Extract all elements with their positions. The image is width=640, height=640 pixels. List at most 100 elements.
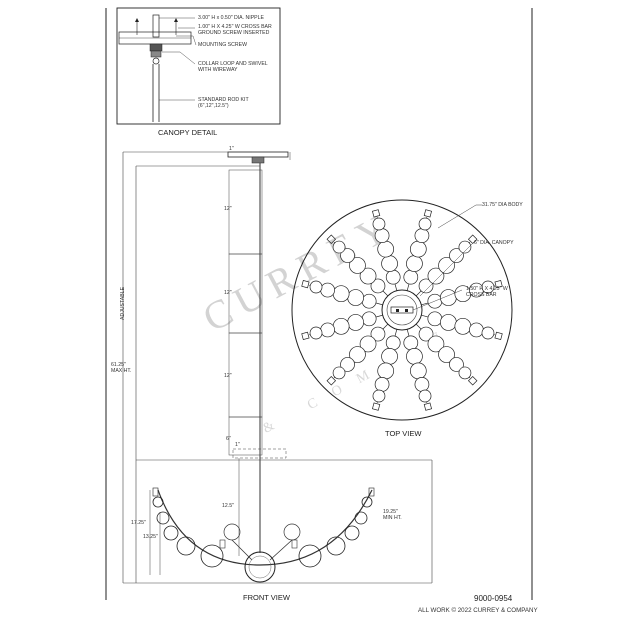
top-view-globe <box>469 322 484 338</box>
top-view-socket <box>372 402 381 411</box>
top-view-globe <box>359 335 377 353</box>
top-view-globe <box>440 314 457 331</box>
top-view-globe <box>332 240 346 254</box>
top-view-globe <box>370 326 386 342</box>
callout-cross-bar-top: 1.50" H X 4.25" W <box>466 286 508 292</box>
top-view-globe <box>449 357 464 372</box>
top-view-globe <box>320 322 335 338</box>
top-view-globe <box>332 285 350 303</box>
top-view-globe <box>332 366 346 380</box>
top-view-globe <box>427 267 445 285</box>
callout-mounting-screw: MOUNTING SCREW <box>198 42 247 48</box>
top-view-globe <box>332 317 350 335</box>
dim-height-2: 13.25" <box>143 534 158 540</box>
dim-rod-1: 12" <box>224 206 232 212</box>
top-view-globe <box>458 240 472 254</box>
top-view-globe <box>449 248 464 263</box>
top-view-socket <box>301 331 310 340</box>
top-view-globe <box>414 228 430 243</box>
top-view-globe <box>438 257 455 274</box>
top-view-globe <box>349 257 366 274</box>
top-view-globe <box>377 240 395 258</box>
top-view-globe <box>409 240 427 258</box>
top-view-socket <box>494 331 503 340</box>
top-view-globe <box>385 335 401 351</box>
top-view-globe <box>403 269 419 285</box>
dim-max-ht: 61.25" <box>111 362 126 368</box>
callout-ground-screw: GROUND SCREW INSERTED <box>198 30 270 36</box>
top-view-globe <box>414 377 430 392</box>
top-view-globe <box>372 217 386 231</box>
callout-collar-loop: COLLAR LOOP AND SWIVEL <box>198 61 268 67</box>
top-view-globe <box>418 278 434 294</box>
top-view-globe <box>427 311 443 327</box>
top-view-globe <box>418 217 432 231</box>
dim-rod-3: 12" <box>224 373 232 379</box>
top-view-socket <box>467 375 478 386</box>
top-view-socket <box>326 375 337 386</box>
top-view-globe <box>340 248 355 263</box>
callout-cross-bar: 1.00" H X 4.25" W CROSS BAR <box>198 24 272 30</box>
top-view-globe <box>361 311 377 327</box>
top-view-title: TOP VIEW <box>385 429 422 438</box>
top-view-globe <box>481 326 495 340</box>
top-view-socket <box>372 209 381 218</box>
top-view-globe <box>370 278 386 294</box>
top-view-globe <box>481 280 495 294</box>
top-view-globe <box>347 314 364 331</box>
callout-body-dia: 31.75" DIA BODY <box>482 202 523 208</box>
dim-rod-2: 12" <box>224 290 232 296</box>
top-view-globe <box>418 326 434 342</box>
top-view-globe <box>409 362 427 380</box>
top-view-socket <box>494 280 503 289</box>
callout-cross-bar-top-2: CROSS BAR <box>466 292 497 298</box>
top-view-globe <box>458 366 472 380</box>
dim-min-ht-label: MIN HT. <box>383 515 402 521</box>
callout-rod-sizes: (6",12",12.5") <box>198 103 229 109</box>
top-view-globe <box>359 267 377 285</box>
callout-nipple: 3.00" H x 0.50" DIA. NIPPLE <box>198 15 264 21</box>
dim-min-ht: 19.25" <box>383 509 398 515</box>
copyright: ALL WORK © 2022 CURREY & COMPANY <box>418 607 538 614</box>
dim-short-gap: 1" <box>235 442 240 448</box>
top-view-globe <box>403 335 419 351</box>
part-number: 9000-0954 <box>474 594 513 603</box>
top-view-globe <box>427 335 445 353</box>
callout-canopy-dia: 6" DIA. CANOPY <box>474 240 514 246</box>
top-view-globe <box>340 357 355 372</box>
top-view-socket <box>301 280 310 289</box>
top-view-globe <box>381 255 398 272</box>
top-view-globe <box>374 228 390 243</box>
top-view-globe <box>374 377 390 392</box>
top-view-globe <box>320 282 335 298</box>
top-view-globe <box>361 293 377 309</box>
top-view-socket <box>467 234 478 245</box>
top-view-socket <box>423 402 432 411</box>
top-view-globe <box>309 326 323 340</box>
dim-height-1: 17.25" <box>131 520 146 526</box>
top-view-globe <box>454 317 472 335</box>
callout-wireway: WITH WIREWAY <box>198 67 238 73</box>
top-view-globe <box>372 389 386 403</box>
dim-max-ht-label: MAX HT. <box>111 368 132 374</box>
dim-rod-lower: 12.5" <box>222 503 234 509</box>
top-view-globe <box>381 348 398 365</box>
top-view-socket <box>423 209 432 218</box>
top-view-globe <box>438 346 455 363</box>
top-view-globe <box>440 289 457 306</box>
top-view-globe <box>406 348 423 365</box>
top-view-globe <box>385 269 401 285</box>
front-view-title: FRONT VIEW <box>243 593 290 602</box>
canopy-detail-title: CANOPY DETAIL <box>158 128 218 137</box>
dim-canopy-gap: 1" <box>229 146 234 152</box>
callout-rod-kit: STANDARD ROD KIT <box>198 97 249 103</box>
dim-rod-short: 6" <box>226 436 231 442</box>
top-view-globe <box>309 280 323 294</box>
top-view-globe <box>418 389 432 403</box>
top-view-globe <box>377 362 395 380</box>
